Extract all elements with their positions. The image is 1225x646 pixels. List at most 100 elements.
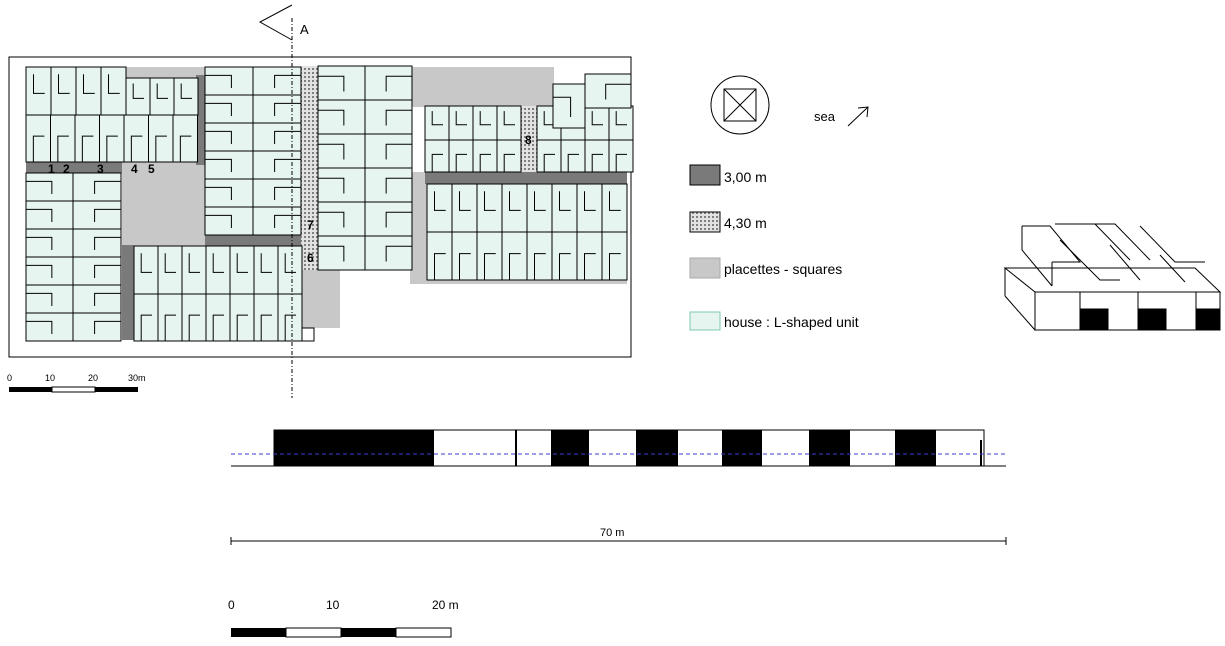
legend-swatch-street-3m: [689, 164, 721, 186]
house-unit: [608, 139, 634, 173]
house-unit: [229, 293, 255, 342]
house-unit: [496, 105, 522, 141]
house-courtyard: [584, 191, 596, 211]
house-unit: [25, 228, 74, 258]
house-courtyard: [559, 253, 571, 280]
house-unit: [277, 245, 303, 295]
house-unit: [536, 139, 562, 173]
house-unit: [426, 183, 453, 233]
house-unit: [317, 201, 366, 237]
sea-label: sea: [814, 109, 836, 124]
house-courtyard: [130, 135, 143, 162]
building-number-6: 6: [307, 251, 314, 265]
house-unit: [75, 66, 102, 116]
house-courtyard: [26, 208, 53, 222]
house-courtyard: [385, 75, 412, 92]
house-unit: [204, 178, 254, 208]
house-courtyard: [188, 253, 200, 273]
house-courtyard: [385, 211, 412, 228]
building-number-7: 7: [307, 218, 314, 232]
house-unit: [181, 293, 207, 342]
house-courtyard: [32, 135, 45, 162]
house-courtyard: [609, 253, 621, 280]
house-unit: [25, 256, 74, 286]
house-courtyard: [559, 191, 571, 211]
house-unit: [584, 73, 632, 109]
house-courtyard: [26, 236, 53, 250]
house-unit: [451, 183, 478, 233]
dimension-label: 70 m: [600, 527, 624, 539]
house-unit: [172, 114, 198, 163]
house-courtyard: [236, 253, 248, 273]
house-courtyard: [591, 111, 603, 126]
house-courtyard: [212, 253, 224, 273]
house-courtyard: [236, 314, 248, 341]
house-courtyard: [274, 102, 301, 116]
house-courtyard: [431, 111, 443, 126]
house-unit: [25, 200, 74, 230]
house-courtyard: [609, 191, 621, 211]
house-unit: [551, 183, 578, 233]
house-courtyard: [108, 74, 120, 94]
house-unit: [123, 114, 149, 163]
house-courtyard: [318, 109, 345, 126]
building-number-labels: 1 2 3 4 5 6 7 8: [48, 133, 532, 265]
house-courtyard: [260, 253, 272, 273]
house-unit: [601, 183, 628, 233]
building-number-8: 8: [525, 133, 532, 147]
house-unit: [560, 139, 586, 173]
house-courtyard: [94, 208, 121, 222]
house-courtyard: [94, 320, 121, 334]
house-unit: [317, 99, 366, 135]
building-number-1: 1: [48, 162, 55, 176]
house-unit: [133, 293, 159, 342]
house-unit: [204, 206, 254, 236]
house-courtyard: [543, 111, 555, 126]
plan-scale-bar: 0 10 20 30m: [7, 373, 146, 393]
legend-label-squares: placettes - squares: [724, 261, 842, 277]
house-courtyard: [164, 314, 176, 341]
house-unit: [576, 183, 603, 233]
house-unit: [552, 83, 586, 129]
house-courtyard: [205, 102, 232, 116]
legend-label-house: house : L-shaped unit: [724, 314, 859, 330]
house-unit: [50, 114, 76, 163]
house-unit: [125, 77, 151, 116]
house-courtyard: [431, 153, 443, 172]
house-unit: [451, 231, 478, 281]
house-unit: [317, 235, 366, 271]
house-courtyard: [26, 180, 53, 194]
section-scale-tick-10: 10: [326, 598, 340, 612]
house-unit: [72, 284, 122, 314]
house-courtyard: [484, 253, 496, 280]
legend-swatch-house: [689, 311, 721, 331]
section-elevation: [231, 429, 1006, 467]
house-courtyard: [591, 153, 603, 172]
house-unit: [551, 231, 578, 281]
house-unit: [72, 200, 122, 230]
house-courtyard: [274, 130, 301, 144]
house-unit: [72, 172, 122, 202]
house-courtyard: [459, 253, 471, 280]
house-unit: [476, 183, 503, 233]
house-unit: [608, 105, 634, 141]
house-unit: [448, 139, 474, 173]
house-courtyard: [553, 96, 572, 117]
house-courtyard: [26, 292, 53, 306]
house-courtyard: [212, 314, 224, 341]
house-courtyard: [385, 177, 412, 194]
house-courtyard: [164, 253, 176, 273]
building-number-2: 2: [63, 162, 70, 176]
house-unit: [364, 99, 413, 135]
house-courtyard: [26, 320, 53, 334]
house-courtyard: [434, 253, 446, 280]
house-unit: [584, 105, 610, 141]
house-unit: [496, 139, 522, 173]
house-courtyard: [318, 211, 345, 228]
house-unit: [252, 150, 302, 180]
house-courtyard: [479, 111, 491, 126]
house-unit: [50, 66, 77, 116]
house-unit: [205, 245, 231, 295]
site-boundary: [8, 56, 632, 358]
house-unit: [472, 105, 498, 141]
